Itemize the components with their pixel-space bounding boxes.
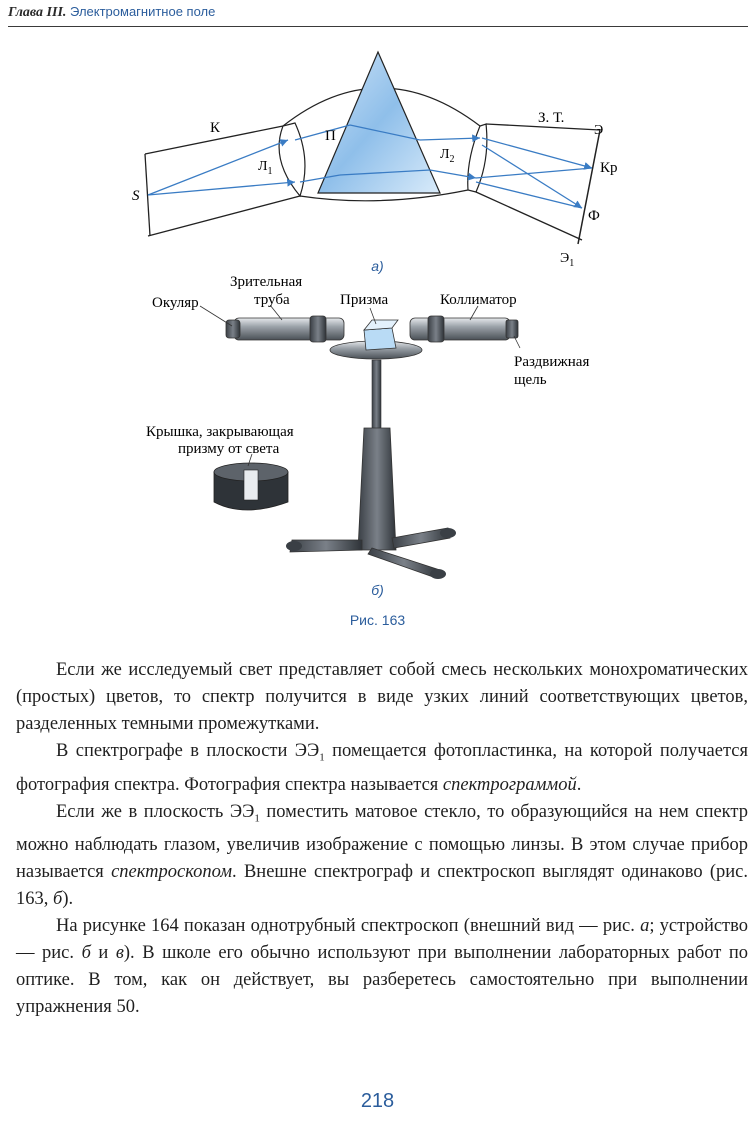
body-text: Если же исследуемый свет представляет со… xyxy=(16,657,748,1021)
stand-rod xyxy=(371,359,382,431)
label-f: Ф xyxy=(588,208,600,224)
tripod-leg-right xyxy=(391,527,451,549)
prism-cube xyxy=(363,327,397,351)
light-rays xyxy=(147,124,593,209)
subfigure-a-label: а) xyxy=(371,258,384,274)
label-kr: Кр xyxy=(600,160,618,176)
label-l2: Л2 xyxy=(440,147,455,165)
label-e1: Э1 xyxy=(560,251,574,269)
label-slit-2: щель xyxy=(514,372,547,388)
label-cover-1: Крышка, закрывающая xyxy=(146,424,294,440)
collimator-tube-b xyxy=(409,317,511,341)
prism-housing-bottom xyxy=(299,189,469,202)
prism xyxy=(317,50,441,194)
lens-l1 xyxy=(278,122,306,198)
collimator-tube xyxy=(144,125,284,155)
paragraph-3: Если же в плоскость ЭЭ1 поместить матово… xyxy=(16,801,748,910)
camera-tube-bottom xyxy=(475,191,583,241)
slit-plane xyxy=(144,153,151,237)
label-collimator: Коллиматор xyxy=(440,292,517,308)
label-prism: Призма xyxy=(340,292,388,308)
stand-column xyxy=(357,427,397,551)
label-p: П xyxy=(325,128,336,144)
label-s: S xyxy=(132,188,140,204)
adjustable-slit xyxy=(505,319,519,339)
camera-tube-top xyxy=(485,123,601,131)
spectrograph-diagram: К Л1 П Л2 З. Т. Э Кр Ф Э1 S xyxy=(132,50,618,269)
label-k: К xyxy=(210,120,221,136)
label-l1: Л1 xyxy=(258,159,273,177)
figure-svg: К Л1 П Л2 З. Т. Э Кр Ф Э1 S xyxy=(132,50,618,579)
subfigure-b-label: б) xyxy=(371,582,384,598)
paragraph-1: Если же исследуемый свет представляет со… xyxy=(16,660,748,734)
page-number: 218 xyxy=(360,1090,395,1112)
label-zt: З. Т. xyxy=(538,110,564,126)
chapter-label: Глава III. xyxy=(8,5,67,20)
tripod-leg-front xyxy=(367,547,441,579)
figure-163: К Л1 П Л2 З. Т. Э Кр Ф Э1 S xyxy=(0,30,755,650)
label-telescope-2: труба xyxy=(254,292,290,308)
label-telescope-1: Зрительная xyxy=(230,274,302,290)
label-eyepiece: Окуляр xyxy=(152,295,199,311)
label-cover-2: призму от света xyxy=(178,441,280,457)
running-header: Глава III. Электромагнитное поле xyxy=(8,2,748,27)
spectroscope-instrument: Окуляр Зрительная труба Призма Коллимато… xyxy=(146,274,589,579)
collimator-tube-bottom xyxy=(147,195,301,237)
figure-caption: Рис. 163 xyxy=(349,612,406,628)
telescope-tube xyxy=(233,317,345,341)
paragraph-4: На рисунке 164 показан однотрубный спект… xyxy=(16,916,748,1018)
plate-ee1 xyxy=(577,129,601,245)
paragraph-2: В спектрографе в плоскости ЭЭ1 помещаетс… xyxy=(16,741,748,795)
chapter-title: Электромагнитное поле xyxy=(70,4,216,19)
eyepiece xyxy=(225,319,241,339)
label-slit-1: Раздвижная xyxy=(514,354,589,370)
label-e: Э xyxy=(594,123,603,138)
tripod-leg-left xyxy=(289,539,363,553)
